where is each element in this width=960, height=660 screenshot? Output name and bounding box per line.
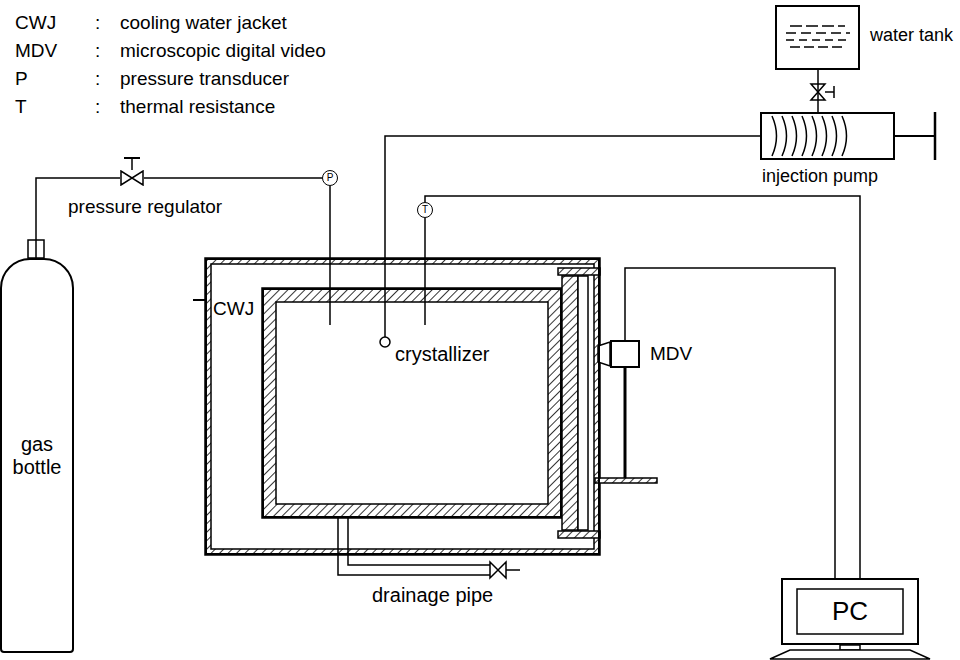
key-text: cooling water jacket xyxy=(120,12,287,34)
drain-pipe-wall xyxy=(348,518,490,565)
valve-stem xyxy=(825,91,834,93)
apparatus-node: P xyxy=(322,170,338,186)
key-text: P xyxy=(15,68,28,90)
key-text: : xyxy=(95,68,100,90)
jacket-wall xyxy=(205,258,600,555)
key-text: pressure transducer xyxy=(120,68,289,90)
part-label: drainage pipe xyxy=(372,584,493,607)
spring-coil xyxy=(782,116,787,156)
injection-tube xyxy=(384,288,386,337)
node-label: T xyxy=(418,205,432,215)
pipe-connector xyxy=(36,178,120,258)
spring-coil xyxy=(772,116,777,156)
pressure-probe xyxy=(329,288,331,325)
apparatus-node: injection pump xyxy=(760,112,895,160)
drain-outlet xyxy=(506,569,520,571)
regulator-stem xyxy=(131,158,133,170)
apparatus-node: pressure regulator xyxy=(120,170,144,186)
node-label: water tank xyxy=(870,25,953,46)
key-text: microscopic digital video xyxy=(120,40,326,62)
flange xyxy=(562,276,578,530)
bolt xyxy=(558,268,600,275)
regulator-symbol xyxy=(120,170,144,186)
valve-handle xyxy=(833,86,835,98)
water-level xyxy=(786,39,850,41)
apparatus-node: CWJ crystallizer xyxy=(205,258,600,555)
pipe-connector xyxy=(425,196,860,578)
monitor-base xyxy=(770,650,930,659)
water-level xyxy=(790,46,845,48)
temperature-probe xyxy=(424,288,426,325)
injection-nozzle xyxy=(380,337,390,347)
apparatus-node: MDV xyxy=(610,340,640,368)
node-label: CWJ xyxy=(213,298,254,320)
apparatus-node: water tank xyxy=(775,5,860,70)
spring-coil xyxy=(792,116,797,156)
spring-coil xyxy=(812,116,817,156)
valve-outline xyxy=(121,171,143,185)
pipe-connector xyxy=(144,177,322,179)
bolt xyxy=(558,531,600,538)
pipe-connector xyxy=(329,186,331,288)
plunger-rod xyxy=(895,135,935,137)
node-label: MDV xyxy=(650,343,692,365)
key-text: : xyxy=(95,12,100,34)
node-label: pressure regulator xyxy=(68,196,222,218)
jacket-inlet xyxy=(193,299,205,301)
water-level xyxy=(786,32,850,34)
pipe-connector xyxy=(625,268,835,578)
regulator-handle xyxy=(124,157,140,159)
apparatus-node: T xyxy=(417,202,433,218)
sight-window xyxy=(578,276,588,530)
key-text: : xyxy=(95,40,100,62)
apparatus-node: PC xyxy=(781,578,919,645)
pipe-connector xyxy=(385,136,760,288)
water-level xyxy=(790,25,845,27)
key-text: CWJ xyxy=(15,12,56,34)
key-text: : xyxy=(95,96,100,118)
pipe-connector xyxy=(817,70,819,112)
spring-coil xyxy=(832,116,837,156)
node-label: injection pump xyxy=(762,166,878,187)
pipe-connector xyxy=(424,218,426,288)
crystallizer-wall xyxy=(262,288,562,518)
camera-stand xyxy=(624,368,627,478)
spring-coil xyxy=(802,116,807,156)
node-label: gas bottle xyxy=(2,433,72,479)
spring-coil xyxy=(822,116,827,156)
plunger-handle xyxy=(934,112,937,160)
pump-spring xyxy=(772,116,847,156)
apparatus-node: gas bottle xyxy=(0,258,74,653)
key-text: thermal resistance xyxy=(120,96,275,118)
apparatus-node: crystallizer xyxy=(262,288,562,518)
node-label: PC xyxy=(783,597,917,627)
node-label: crystallizer xyxy=(395,343,489,366)
node-label: P xyxy=(323,173,337,183)
spring-coil xyxy=(842,116,847,156)
drain-valve xyxy=(490,562,506,578)
key-text: T xyxy=(15,96,27,118)
stand-base xyxy=(595,478,657,483)
key-text: MDV xyxy=(15,40,57,62)
drain-pipe-wall xyxy=(338,518,490,575)
